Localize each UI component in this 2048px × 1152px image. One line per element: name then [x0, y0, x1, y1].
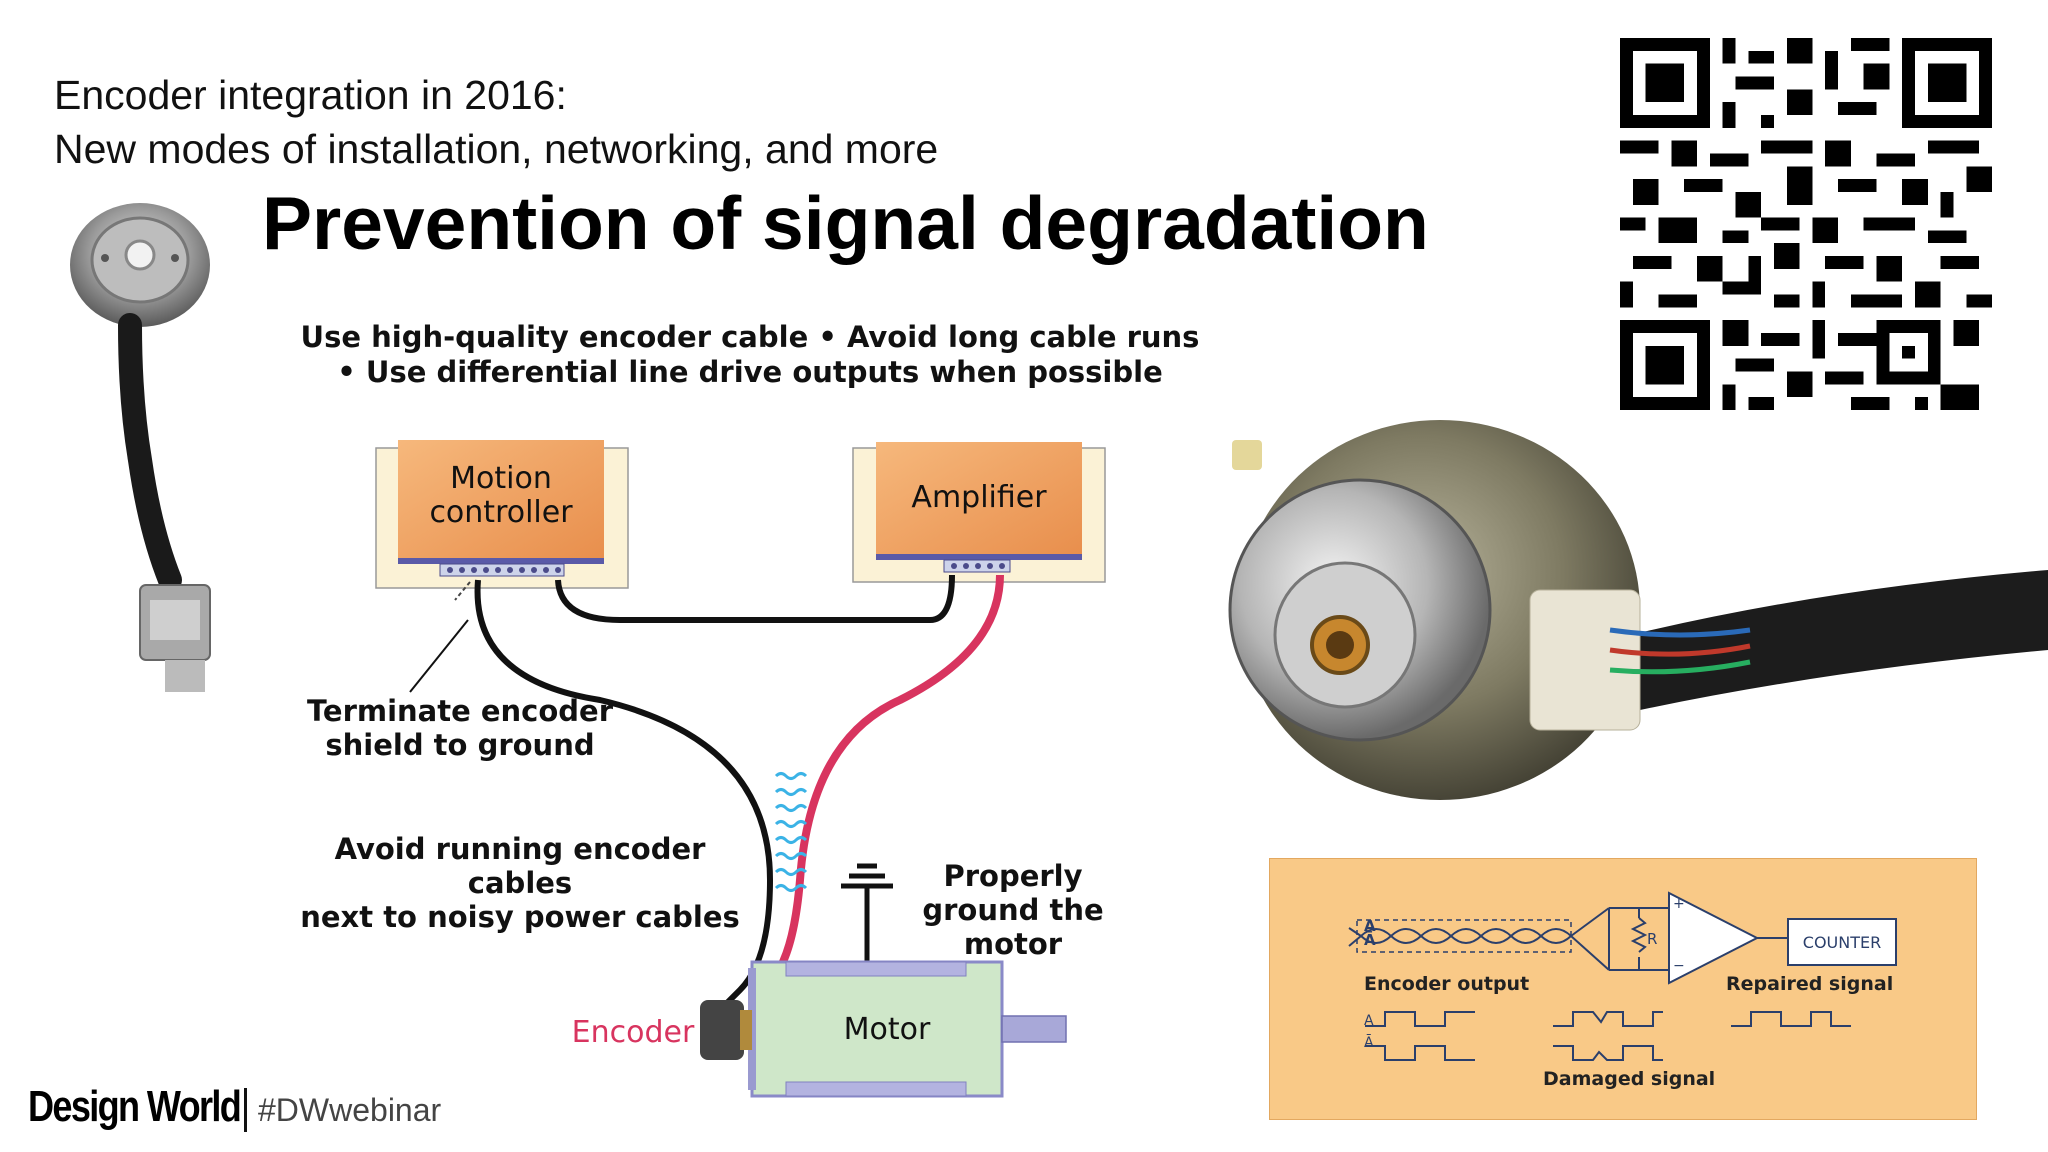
twisted-pair [1348, 907, 1669, 971]
signal-inset-diagram [1348, 891, 1851, 1061]
amplifier-plate [852, 442, 1106, 583]
inset-a-bar: Ā [1364, 931, 1376, 949]
noise-waves [774, 772, 808, 892]
controller-amplifier-cable [555, 574, 955, 623]
repaired-signal-label: Repaired signal [1726, 973, 1894, 995]
motor-label: Motor [843, 1012, 931, 1047]
waveforms [1365, 1011, 1851, 1061]
counter-box: COUNTER [1787, 918, 1897, 966]
terminate-line-1: Terminate encoder [306, 694, 614, 728]
encoder-body [700, 1000, 752, 1060]
subtitle: Encoder integration in 2016: New modes o… [54, 68, 938, 176]
inset-r-label: R [1647, 930, 1658, 948]
terminate-line-2: shield to ground [325, 728, 595, 762]
power-cable [776, 574, 1004, 970]
tips-line-1: Use high-quality encoder cable • Avoid l… [300, 320, 1200, 354]
terminate-shield-label: Terminate encoder shield to ground [300, 694, 620, 762]
signal-inset-panel [1269, 858, 1977, 1120]
motion-controller-label-line-1: Motion [450, 461, 552, 496]
inset-a-label: A Ā [1364, 917, 1376, 949]
ground-line-2: ground the motor [922, 893, 1104, 961]
inset-a: A [1364, 917, 1376, 935]
avoid-noise-label: Avoid running encoder cables next to noi… [290, 832, 750, 934]
design-world-logo: Design World [28, 1082, 242, 1131]
subtitle-line-1: Encoder integration in 2016: [54, 72, 567, 118]
inset-plus: + [1673, 896, 1685, 912]
wiring-diagram [375, 440, 1106, 1098]
encoder-label: Encoder [571, 1015, 695, 1050]
avoid-line-1: Avoid running encoder cables [334, 832, 706, 900]
waveform-a-labels: A Ā [1364, 1010, 1374, 1054]
encoder-output-label: Encoder output [1364, 973, 1530, 995]
differential-receiver-icon [1668, 891, 1760, 985]
motion-controller-plate [375, 440, 629, 589]
amplifier-label: Amplifier [911, 480, 1047, 515]
waveform-a-bar: Ā [1364, 1035, 1374, 1051]
footer-hashtag: #DWwebinar [258, 1092, 442, 1128]
terminate-leader-line [409, 619, 469, 693]
damaged-signal-label: Damaged signal [1543, 1068, 1716, 1090]
footer-separator [244, 1088, 247, 1132]
subtitle-line-2: New modes of installation, networking, a… [54, 126, 939, 172]
tips-text: Use high-quality encoder cable • Avoid l… [300, 320, 1200, 390]
motor-body [748, 960, 1067, 1098]
qr-code[interactable] [1620, 38, 1992, 410]
motion-controller-label: Motion controller [398, 462, 604, 530]
motion-controller-label-line-2: controller [429, 495, 573, 530]
tips-line-2: • Use differential line drive outputs wh… [337, 355, 1163, 389]
inset-minus: − [1673, 958, 1685, 974]
ground-line-1: Properly [943, 859, 1083, 893]
ground-symbol [841, 863, 893, 962]
avoid-line-2: next to noisy power cables [300, 900, 740, 934]
encoder-cable [474, 579, 774, 1013]
waveform-a: A [1364, 1013, 1374, 1029]
page-title: Prevention of signal degradation [262, 181, 1429, 265]
ground-motor-label: Properly ground the motor [876, 859, 1150, 961]
encoder-photo-small [70, 203, 211, 692]
encoder-photo-large [1228, 420, 2048, 800]
